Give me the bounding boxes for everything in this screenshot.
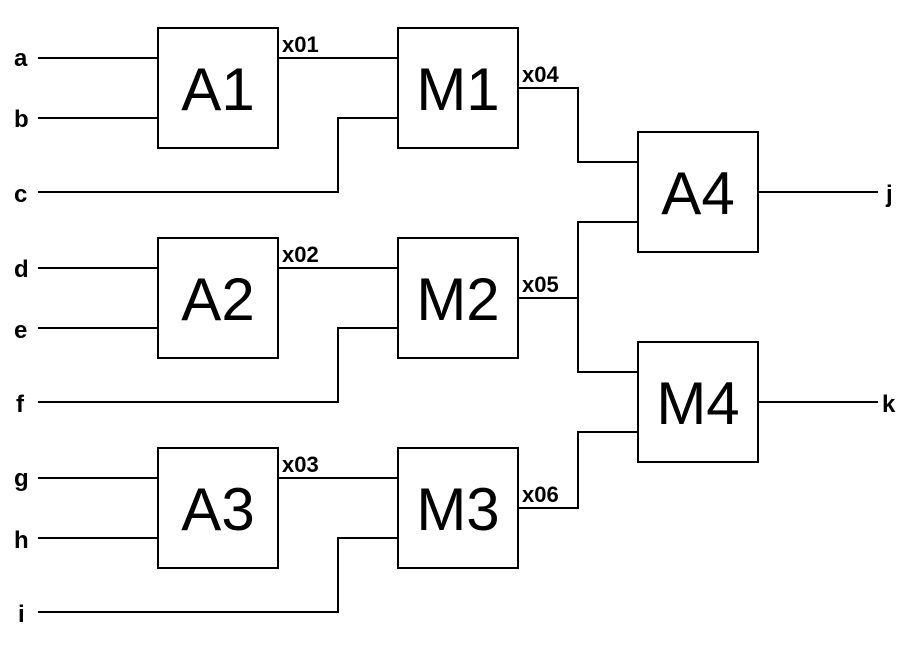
block-m3-label: M3 [416, 476, 499, 543]
output-label-j: j [885, 181, 893, 208]
block-a4: A4 [637, 131, 759, 253]
output-labels: j k [882, 181, 896, 418]
block-m3: M3 [397, 447, 519, 569]
input-label-g: g [14, 465, 29, 492]
signal-label-x05: x05 [522, 272, 559, 297]
wire-x06 [518, 431, 638, 509]
signal-label-x01: x01 [282, 32, 319, 57]
block-a1: A1 [157, 27, 279, 149]
wire-f-to-m2 [38, 327, 398, 403]
block-m2: M2 [397, 237, 519, 359]
wire-c-to-m1 [38, 117, 398, 193]
input-label-c: c [14, 181, 27, 208]
block-m1: M1 [397, 27, 519, 149]
signal-labels: x01 x02 x03 x04 x05 x06 [282, 32, 559, 507]
input-label-i: i [18, 601, 25, 628]
signal-label-x06: x06 [522, 482, 559, 507]
block-m4: M4 [637, 341, 759, 463]
block-a1-label: A1 [181, 56, 254, 123]
output-label-k: k [882, 391, 896, 418]
wire-x04 [518, 87, 638, 163]
input-label-d: d [14, 256, 29, 283]
block-m2-label: M2 [416, 266, 499, 333]
input-label-h: h [14, 527, 29, 554]
wire-i-to-m3 [38, 537, 398, 613]
signal-label-x02: x02 [282, 242, 319, 267]
block-a2-label: A2 [181, 266, 254, 333]
input-labels: a b c d e f g h i [14, 45, 29, 628]
signal-label-x03: x03 [282, 452, 319, 477]
input-label-e: e [14, 317, 27, 344]
block-a4-label: A4 [661, 160, 734, 227]
block-a2: A2 [157, 237, 279, 359]
block-m4-label: M4 [656, 370, 739, 437]
input-label-b: b [14, 106, 29, 133]
block-m1-label: M1 [416, 56, 499, 123]
wire-x05-to-a4 [518, 221, 638, 299]
wires [38, 57, 878, 613]
block-a3: A3 [157, 447, 279, 569]
signal-label-x04: x04 [522, 62, 559, 87]
input-label-f: f [16, 391, 25, 418]
block-a3-label: A3 [181, 476, 254, 543]
wire-x05-to-m4 [577, 298, 638, 373]
input-label-a: a [14, 45, 28, 72]
